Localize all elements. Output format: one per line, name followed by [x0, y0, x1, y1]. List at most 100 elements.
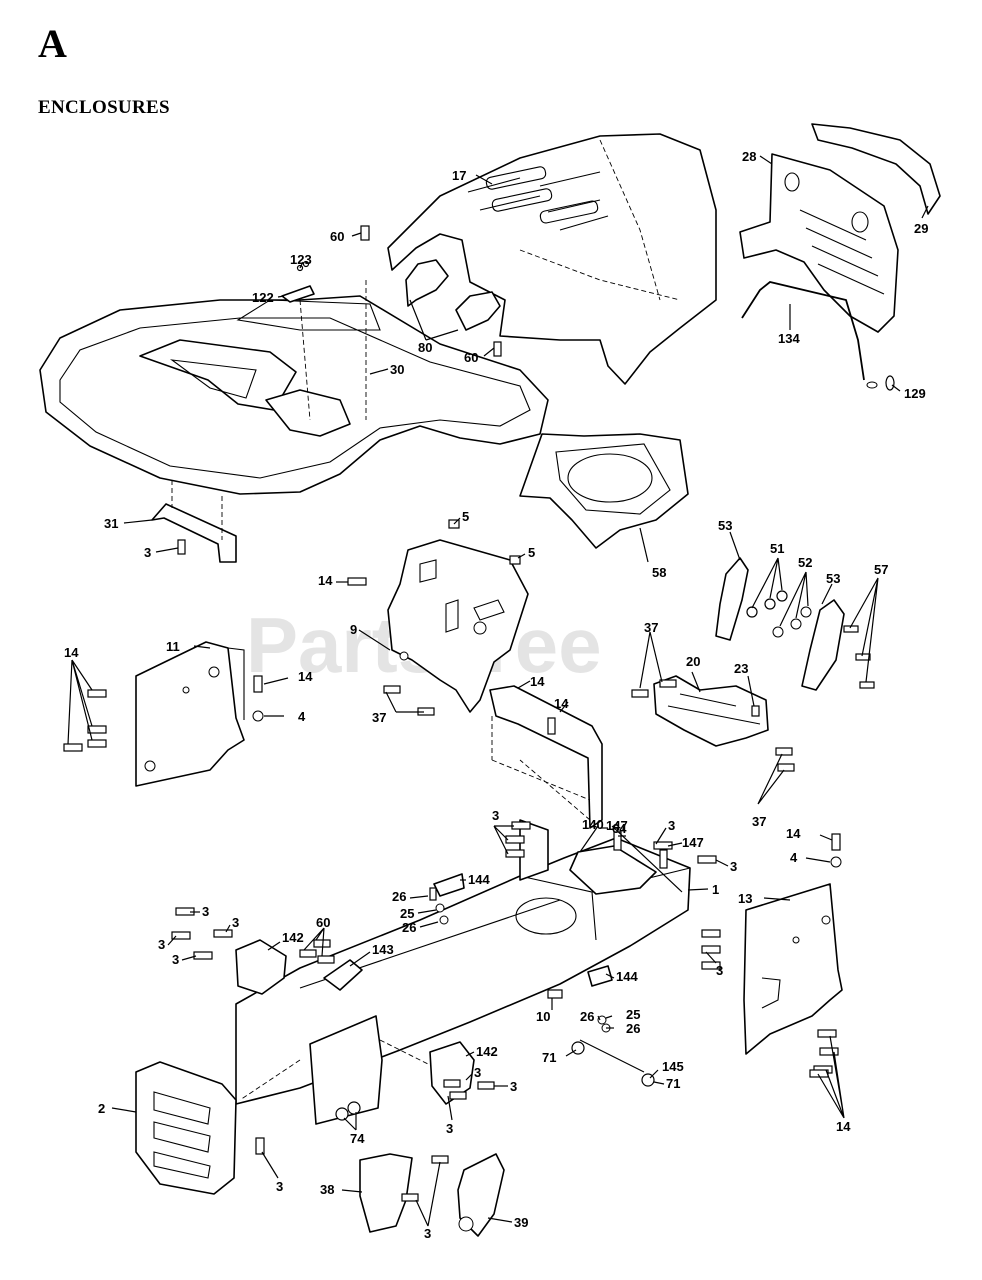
callout-3: 3	[446, 1121, 453, 1136]
callout-13: 13	[738, 891, 752, 906]
callout-3: 3	[716, 963, 723, 978]
callout-52: 52	[798, 555, 812, 570]
callout-20: 20	[686, 654, 700, 669]
callout-3: 3	[232, 915, 239, 930]
callout-57: 57	[874, 562, 888, 577]
callout-5: 5	[462, 509, 469, 524]
callout-3: 3	[158, 937, 165, 952]
callout-labels: 17 28 29 123 60 122 80 60 30 134 129 31 …	[64, 149, 928, 1241]
part-right-side-panel[interactable]	[743, 883, 843, 1055]
callout-144: 144	[616, 969, 638, 984]
callout-64: 64	[612, 821, 627, 836]
part-dash-panel[interactable]	[387, 519, 529, 713]
part-grille-bracket[interactable]	[741, 281, 895, 391]
callout-23: 23	[734, 661, 748, 676]
callout-51: 51	[770, 541, 784, 556]
callout-3: 3	[474, 1065, 481, 1080]
callout-3: 3	[668, 818, 675, 833]
callout-3: 3	[424, 1226, 431, 1241]
callout-53: 53	[718, 518, 732, 533]
callout-145: 145	[662, 1059, 684, 1074]
callout-3: 3	[172, 952, 179, 967]
part-seat-bracket[interactable]	[151, 480, 237, 563]
callout-140: 140	[582, 817, 604, 832]
hardware-bracket-fasteners[interactable]	[746, 590, 875, 717]
part-front-bracket-143[interactable]	[323, 959, 363, 991]
callout-58: 58	[652, 565, 666, 580]
callout-147: 147	[606, 818, 628, 833]
hardware-fender-fasteners[interactable]	[281, 225, 502, 357]
callout-17: 17	[452, 168, 466, 183]
callout-3: 3	[492, 808, 499, 823]
callout-26: 26	[580, 1009, 594, 1024]
part-grille-cap[interactable]	[811, 123, 941, 215]
callout-129: 129	[904, 386, 926, 401]
callout-53: 53	[826, 571, 840, 586]
callout-39: 39	[514, 1215, 528, 1230]
callout-3: 3	[730, 859, 737, 874]
callout-9: 9	[350, 622, 357, 637]
callout-3: 3	[144, 545, 151, 560]
callout-142: 142	[282, 930, 304, 945]
callout-37: 37	[372, 710, 386, 725]
callout-80: 80	[418, 340, 432, 355]
part-side-bracket-right[interactable]	[801, 599, 845, 691]
callout-144: 144	[468, 872, 490, 887]
callout-3: 3	[202, 904, 209, 919]
callout-38: 38	[320, 1182, 334, 1197]
part-tunnel-cover[interactable]	[489, 685, 603, 829]
hardware-frame-bolts[interactable]	[63, 577, 842, 1202]
part-rear-bracket-right[interactable]	[457, 1153, 505, 1237]
part-fender[interactable]	[39, 280, 549, 495]
section-letter: A	[38, 21, 67, 66]
callout-14: 14	[530, 674, 545, 689]
part-front-bracket-142[interactable]	[235, 939, 475, 1105]
callout-123: 123	[290, 252, 312, 267]
part-rear-bracket-left[interactable]	[359, 1153, 413, 1233]
part-mounting-plate[interactable]	[653, 675, 769, 747]
callout-60: 60	[316, 915, 330, 930]
callout-143: 143	[372, 942, 394, 957]
callout-14: 14	[786, 826, 801, 841]
part-hood-brackets[interactable]	[405, 259, 501, 331]
part-side-bracket-left[interactable]	[715, 557, 749, 641]
callout-2: 2	[98, 1101, 105, 1116]
callout-25: 25	[626, 1007, 640, 1022]
callout-25: 25	[400, 906, 414, 921]
section-title: ENCLOSURES	[38, 97, 170, 118]
callout-26: 26	[402, 920, 416, 935]
part-footrest[interactable]	[519, 433, 689, 549]
callout-26: 26	[392, 889, 406, 904]
callout-37: 37	[752, 814, 766, 829]
leader-lines	[67, 155, 929, 1227]
callout-71: 71	[542, 1050, 556, 1065]
part-hood[interactable]	[387, 133, 717, 385]
callout-31: 31	[104, 516, 118, 531]
part-front-plate[interactable]	[135, 1061, 237, 1195]
part-main-frame[interactable]	[235, 819, 691, 1125]
callout-5: 5	[528, 545, 535, 560]
callout-11: 11	[166, 639, 180, 654]
callout-4: 4	[790, 850, 798, 865]
callout-122: 122	[252, 290, 274, 305]
callout-3: 3	[276, 1179, 283, 1194]
callout-71: 71	[666, 1076, 680, 1091]
callout-14: 14	[554, 696, 569, 711]
part-left-side-panel[interactable]	[135, 641, 245, 787]
callout-14: 14	[64, 645, 79, 660]
callout-142: 142	[476, 1044, 498, 1059]
callout-26: 26	[626, 1021, 640, 1036]
callout-4: 4	[298, 709, 306, 724]
callout-60: 60	[330, 229, 344, 244]
part-grille[interactable]	[739, 153, 899, 333]
callout-30: 30	[390, 362, 404, 377]
callout-60: 60	[464, 350, 478, 365]
callout-1: 1	[712, 882, 719, 897]
callout-3: 3	[510, 1079, 517, 1094]
callout-147: 147	[682, 835, 704, 850]
callout-14: 14	[298, 669, 313, 684]
callout-28: 28	[742, 149, 756, 164]
callout-29: 29	[914, 221, 928, 236]
